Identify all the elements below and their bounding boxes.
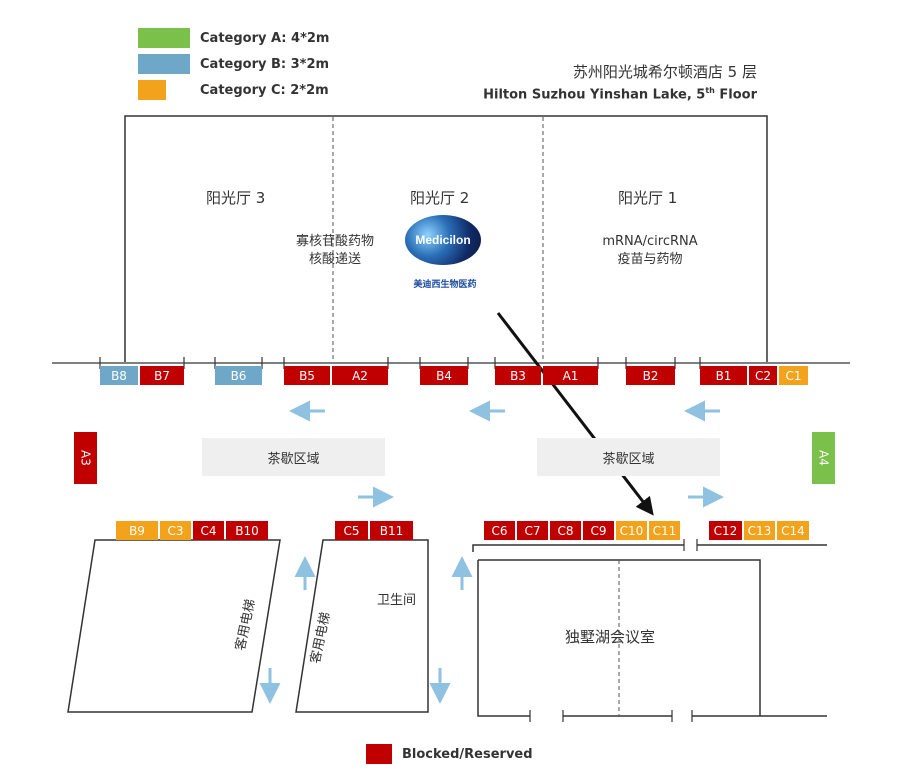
booth-c3[interactable]: C3: [160, 521, 191, 540]
booth-c9[interactable]: C9: [583, 521, 614, 540]
hall-1-topic: mRNA/circRNA 疫苗与药物: [590, 233, 710, 269]
booth-b11[interactable]: B11: [370, 521, 413, 540]
meeting-room-label: 独墅湖会议室: [565, 628, 656, 646]
booth-c7[interactable]: C7: [517, 521, 548, 540]
legend-category-b: Category B: 3*2m: [200, 57, 330, 72]
booth-a3[interactable]: A3: [74, 432, 97, 484]
elevator-block-right: [295, 539, 429, 713]
booth-b9[interactable]: B9: [116, 521, 158, 540]
venue-title-cn: 苏州阳光城希尔顿酒店 5 层: [572, 63, 757, 81]
tea-break-area-right: 茶歇区域: [537, 438, 720, 476]
booth-c8[interactable]: C8: [550, 521, 581, 540]
restroom-label: 卫生间: [377, 593, 417, 608]
booth-b4[interactable]: B4: [420, 366, 468, 385]
venue-title-en: Hilton Suzhou Yinshan Lake, 5th Floor: [483, 86, 757, 103]
legend-category-a: Category A: 4*2m: [200, 31, 330, 46]
hall-2-topic-line2: 核酸递送: [308, 252, 361, 267]
booth-a4[interactable]: A4: [812, 432, 835, 484]
legend-swatch-blocked: [366, 744, 392, 764]
tea-break-area-left: 茶歇区域: [202, 438, 385, 476]
booth-b6[interactable]: B6: [215, 366, 262, 385]
legend-category-c: Category C: 2*2m: [200, 83, 329, 98]
booth-c13[interactable]: C13: [744, 521, 775, 540]
booth-b5[interactable]: B5: [284, 366, 330, 385]
booth-c11[interactable]: C11: [649, 521, 680, 540]
booth-c6[interactable]: C6: [484, 521, 515, 540]
elevator-block-left: [67, 539, 281, 713]
sponsor-logo: Medicilon: [405, 215, 481, 265]
booth-b3[interactable]: B3: [495, 366, 541, 385]
booth-b2[interactable]: B2: [626, 366, 675, 385]
booth-a2[interactable]: A2: [332, 366, 388, 385]
hall-1-topic-line1: mRNA/circRNA: [602, 234, 698, 249]
booth-c10[interactable]: C10: [616, 521, 647, 540]
hall-2-topic-line1: 寡核苷酸药物: [295, 234, 374, 249]
booth-c2[interactable]: C2: [749, 366, 777, 385]
booth-a1[interactable]: A1: [543, 366, 598, 385]
booth-b10[interactable]: B10: [226, 521, 268, 540]
flow-arrows: [259, 400, 724, 704]
booth-b7[interactable]: B7: [140, 366, 184, 385]
booth-c1[interactable]: C1: [779, 366, 808, 385]
legend-swatch-b: [138, 54, 190, 74]
meeting-room-walls: [472, 544, 827, 717]
hall-2-topic: 寡核苷酸药物 核酸递送: [280, 233, 390, 269]
legend-swatch-a: [138, 28, 190, 48]
booth-b1[interactable]: B1: [700, 366, 747, 385]
hall-1-topic-line2: 疫苗与药物: [617, 252, 683, 267]
legend-swatch-c: [138, 80, 166, 100]
booth-c5[interactable]: C5: [335, 521, 368, 540]
sponsor-pointer-arrow: [496, 312, 654, 516]
hall-walls: [124, 115, 768, 362]
hall-2-label: 阳光厅 2: [410, 189, 470, 207]
booth-c14[interactable]: C14: [777, 521, 809, 540]
booth-c4[interactable]: C4: [193, 521, 224, 540]
booth-c12[interactable]: C12: [709, 521, 742, 540]
sponsor-caption: 美迪西生物医药: [413, 280, 477, 290]
hall-1-label: 阳光厅 1: [618, 189, 678, 207]
hall-3-label: 阳光厅 3: [206, 189, 266, 207]
legend-blocked: Blocked/Reserved: [402, 747, 533, 762]
booth-b8[interactable]: B8: [100, 366, 138, 385]
